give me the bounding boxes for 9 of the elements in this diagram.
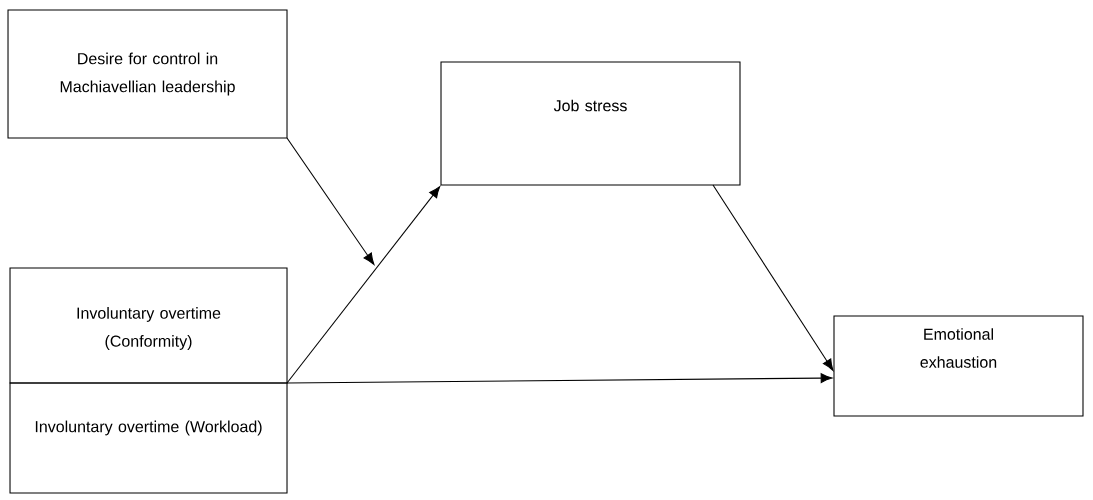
arrow — [712, 184, 834, 371]
arrow — [286, 186, 441, 384]
arrow — [286, 137, 375, 265]
process-box: Involuntary overtime (Workload) — [9, 382, 288, 494]
process-box: Job stress — [440, 61, 741, 186]
process-box: Emotional exhaustion — [833, 315, 1084, 417]
process-box: Desire for control in Machiavellian leadership — [7, 9, 288, 139]
arrow — [286, 373, 833, 384]
process-box: Involuntary overtime (Conformity) — [9, 267, 288, 384]
